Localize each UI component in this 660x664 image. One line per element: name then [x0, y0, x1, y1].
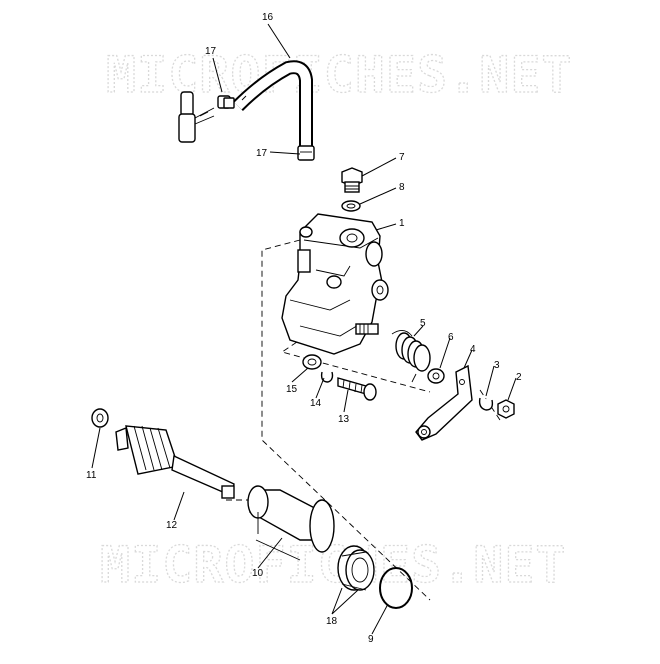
circlip-part [478, 397, 494, 411]
callout-2: 2 [516, 372, 522, 383]
assembly-dashed-lines [226, 239, 501, 601]
thrust-washer-part [91, 408, 109, 428]
callout-1: 1 [399, 218, 405, 229]
callout-15: 15 [286, 384, 298, 395]
callout-17-upper: 17 [205, 46, 217, 57]
callout-18: 18 [326, 616, 338, 627]
bearing-sleeve-part [247, 485, 335, 561]
o-ring-part [379, 567, 413, 609]
pump-drive-gear-shaft-part [115, 425, 235, 499]
callout-9: 9 [368, 634, 374, 645]
spring-washer-part [427, 368, 445, 384]
callout-16: 16 [262, 12, 274, 23]
lock-nut-part [497, 399, 515, 419]
callout-12: 12 [166, 520, 178, 531]
callout-11: 11 [86, 470, 97, 481]
oil-seal-part [337, 545, 375, 591]
flat-washer-part [302, 354, 322, 370]
callout-6: 6 [448, 332, 454, 343]
mounting-screw-part [337, 377, 377, 401]
oil-line-fitting [178, 91, 215, 143]
callout-10: 10 [252, 568, 264, 579]
callout-leader-lines [91, 23, 517, 635]
hose-clamp-upper [217, 95, 235, 109]
callout-14: 14 [310, 398, 322, 409]
callout-4: 4 [470, 344, 476, 355]
hose-clamp-lower [297, 145, 315, 161]
return-spring-part [391, 330, 431, 383]
callout-5: 5 [420, 318, 426, 329]
oil-hose-part [233, 60, 313, 150]
watermark-top: MICROFICHES.NET [106, 46, 573, 104]
lock-washer-part [320, 371, 334, 383]
control-lever-part [415, 364, 473, 441]
banjo-bolt-part [341, 167, 363, 193]
sealing-washer-part [341, 200, 361, 212]
callout-17-lower: 17 [256, 148, 268, 159]
callout-8: 8 [399, 182, 405, 193]
callout-7: 7 [399, 152, 405, 163]
callout-numbers: 16 17 17 7 8 1 5 6 4 3 2 15 14 13 11 12 … [86, 12, 522, 645]
oil-pump-body-part [281, 213, 389, 355]
callout-3: 3 [494, 360, 500, 371]
callout-13: 13 [338, 414, 350, 425]
watermark-bottom: MICROFICHES.NET [100, 536, 567, 594]
